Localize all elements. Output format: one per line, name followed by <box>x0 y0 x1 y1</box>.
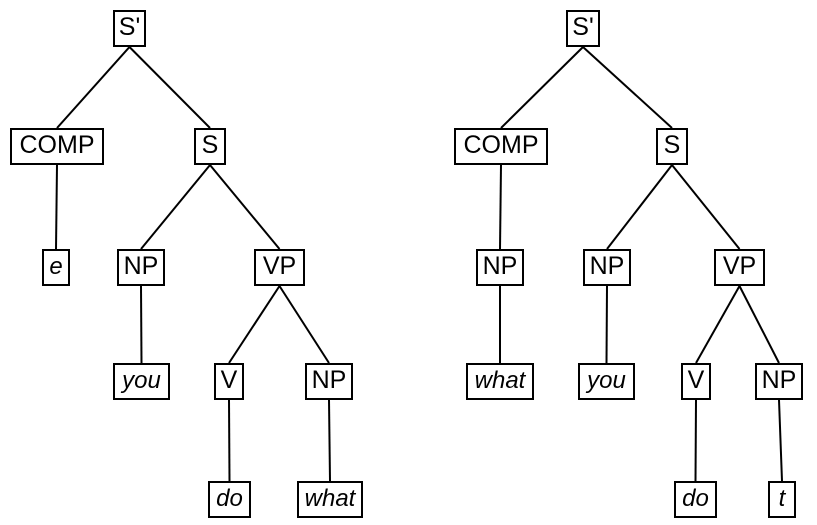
tree-node-l-what: what <box>297 481 363 518</box>
tree-node-label: t <box>778 484 786 512</box>
tree-edge-l-np-subj-to-l-you <box>140 285 143 364</box>
tree-node-label: S' <box>572 13 594 41</box>
tree-edge-r-vp-to-r-np-obj <box>738 285 780 364</box>
tree-node-label: NP <box>589 252 625 280</box>
tree-node-label: do <box>682 484 709 512</box>
tree-node-label: NP <box>311 366 347 394</box>
tree-edge-l-sbar-to-l-comp <box>56 46 131 129</box>
tree-edge-r-v-to-r-do <box>694 399 697 482</box>
tree-node-label: you <box>122 366 161 394</box>
tree-node-r-np-obj: NP <box>755 363 803 400</box>
tree-node-r-do: do <box>674 481 717 518</box>
tree-edge-l-vp-to-l-v <box>228 285 281 364</box>
tree-edge-l-s-to-l-np-subj <box>140 164 211 250</box>
tree-node-l-vp: VP <box>254 249 305 286</box>
tree-node-l-comp: COMP <box>10 128 104 165</box>
tree-node-r-s: S <box>656 128 688 165</box>
tree-node-r-comp: COMP <box>454 128 548 165</box>
tree-node-r-v: V <box>681 363 711 400</box>
tree-node-r-np-subj: NP <box>583 249 631 286</box>
tree-node-r-what: what <box>466 363 534 400</box>
tree-node-l-do: do <box>208 481 251 518</box>
tree-edge-r-sbar-to-r-comp <box>500 46 584 129</box>
tree-node-l-you: you <box>113 363 170 400</box>
tree-edge-r-np-subj-to-r-you <box>605 285 608 364</box>
tree-node-label: COMP <box>463 131 539 159</box>
tree-node-r-you: you <box>578 363 635 400</box>
tree-node-l-sbar: S' <box>113 10 146 47</box>
tree-edge-l-comp-to-l-e <box>55 164 58 250</box>
tree-edge-r-np-obj-to-r-t <box>778 399 783 482</box>
tree-node-label: V <box>220 366 238 394</box>
tree-node-label: e <box>49 252 63 280</box>
tree-node-label: what <box>304 484 356 512</box>
tree-node-r-sbar: S' <box>566 10 600 47</box>
tree-edge-r-comp-to-r-np-comp <box>499 164 502 250</box>
tree-node-l-np-subj: NP <box>117 249 165 286</box>
tree-node-l-s: S <box>194 128 226 165</box>
tree-edge-l-sbar-to-l-s <box>128 46 211 129</box>
tree-edge-r-s-to-r-vp <box>671 164 741 250</box>
tree-node-l-np-obj: NP <box>305 363 353 400</box>
tree-edge-r-sbar-to-r-s <box>582 46 673 129</box>
tree-edge-l-np-obj-to-l-what <box>328 399 331 482</box>
tree-node-label: you <box>587 366 626 394</box>
tree-node-l-e: e <box>42 249 70 286</box>
tree-node-label: NP <box>482 252 518 280</box>
tree-node-label: S <box>201 131 219 159</box>
tree-node-l-v: V <box>214 363 244 400</box>
tree-edge-r-vp-to-r-v <box>695 285 741 364</box>
tree-node-r-t: t <box>768 481 796 518</box>
tree-node-label: do <box>216 484 243 512</box>
tree-node-label: NP <box>761 366 797 394</box>
tree-node-label: VP <box>722 252 757 280</box>
tree-edge-l-s-to-l-vp <box>209 164 281 250</box>
tree-node-label: V <box>687 366 705 394</box>
tree-node-label: NP <box>123 252 159 280</box>
tree-node-label: VP <box>262 252 297 280</box>
tree-node-label: COMP <box>19 131 95 159</box>
tree-node-label: S' <box>118 13 141 41</box>
tree-node-r-vp: VP <box>714 249 765 286</box>
tree-node-r-np-comp: NP <box>476 249 524 286</box>
tree-node-label: what <box>474 366 526 394</box>
tree-edge-l-vp-to-l-np-obj <box>278 285 330 364</box>
tree-node-label: S <box>663 131 681 159</box>
tree-edge-r-s-to-r-np-subj <box>606 164 673 250</box>
tree-edge-l-v-to-l-do <box>228 399 231 482</box>
